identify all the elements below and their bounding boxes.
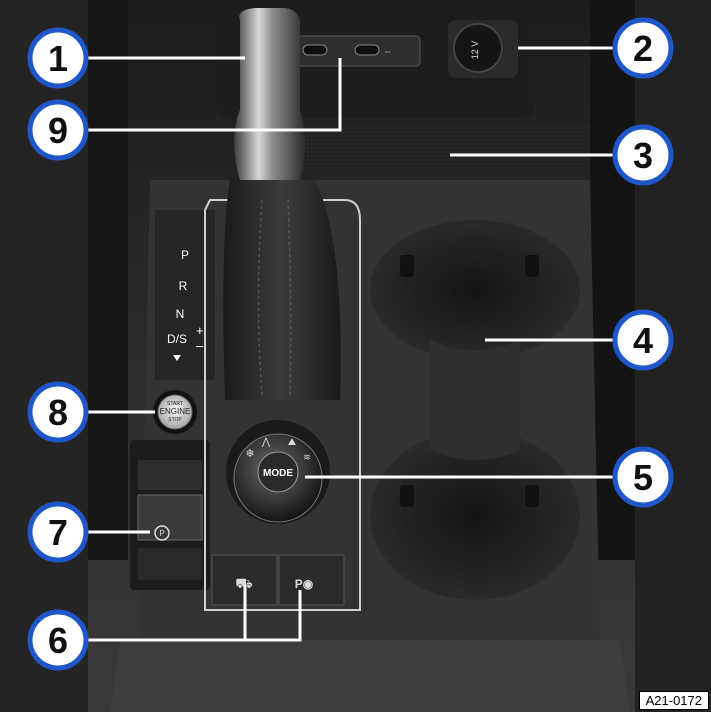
cupholder-rear bbox=[370, 220, 580, 360]
svg-text:3: 3 bbox=[633, 135, 653, 176]
mode-button[interactable] bbox=[257, 451, 299, 493]
left-side-trim bbox=[88, 0, 128, 560]
callout-5: 5 bbox=[612, 446, 674, 508]
gear-letter-3: D/S bbox=[167, 332, 187, 346]
gear-plus-sign: + bbox=[196, 323, 204, 338]
12v-socket bbox=[453, 23, 503, 73]
hill-descent-icon: ⛟ bbox=[235, 575, 253, 591]
cupholder-front bbox=[370, 430, 580, 600]
gear-minus-sign: – bbox=[196, 338, 204, 353]
usb-c-port-right bbox=[354, 44, 380, 56]
leader-lines bbox=[88, 46, 615, 642]
svg-text:6: 6 bbox=[48, 620, 68, 661]
gear-selector-lever[interactable] bbox=[234, 8, 305, 180]
leader-line-6b bbox=[245, 590, 302, 642]
brake-switch-lower bbox=[138, 548, 202, 580]
cup-grip-left-front bbox=[400, 485, 414, 507]
usb-icon-right: ⇔ bbox=[383, 46, 392, 56]
leader-line-9 bbox=[88, 58, 342, 132]
cupholder-divider bbox=[430, 340, 520, 460]
svg-text:4: 4 bbox=[633, 320, 653, 361]
cup-grip-right-front bbox=[525, 485, 539, 507]
socket-label: 12 V bbox=[470, 41, 480, 60]
svg-text:7: 7 bbox=[48, 512, 68, 553]
boot-stitching-right bbox=[287, 199, 292, 396]
usb-c-port-left bbox=[302, 44, 328, 56]
parking-brake-icon-letter: P bbox=[159, 529, 164, 538]
svg-text:1: 1 bbox=[48, 38, 68, 79]
start-engine-button[interactable] bbox=[157, 394, 193, 430]
gear-position-letters: P RN D/S bbox=[167, 248, 189, 346]
shifter-boot bbox=[223, 180, 341, 400]
parking-brake-icon bbox=[154, 525, 170, 541]
center-trim-frame bbox=[204, 199, 361, 611]
gear-letter-1: R bbox=[179, 279, 188, 293]
callout-markers: 1 2 3 4 5 6 7 8 9 bbox=[27, 17, 674, 671]
callout-2: 2 bbox=[612, 17, 674, 79]
callout-1: 1 bbox=[27, 27, 89, 89]
onroad-mode-icon: ⋀ bbox=[261, 437, 271, 448]
wireless-charging-tray bbox=[260, 125, 590, 175]
park-assist-button[interactable] bbox=[278, 554, 345, 606]
gear-letter-0: P bbox=[181, 248, 189, 262]
callout-6: 6 bbox=[27, 609, 89, 671]
stop-label: STOP bbox=[168, 417, 182, 423]
brake-switch-upper bbox=[138, 460, 202, 490]
svg-text:8: 8 bbox=[48, 392, 68, 433]
snow-mode-icon: ❄ bbox=[245, 448, 254, 460]
cup-grip-right-rear bbox=[525, 255, 539, 277]
figure-id-label: A21-0172 bbox=[638, 691, 709, 710]
gear-down-arrow-icon bbox=[173, 355, 181, 361]
cup-grip-left-rear bbox=[400, 255, 414, 277]
callout-4: 4 bbox=[612, 309, 674, 371]
callout-9: 9 bbox=[27, 99, 89, 161]
mode-button-label: MODE bbox=[263, 468, 293, 479]
svg-text:5: 5 bbox=[633, 457, 653, 498]
callout-7: 7 bbox=[27, 501, 89, 563]
svg-text:9: 9 bbox=[48, 110, 68, 151]
start-label: START bbox=[167, 401, 183, 407]
custom-offroad-icon: ≋ bbox=[303, 452, 311, 462]
park-assist-icon: P◉ bbox=[295, 577, 314, 591]
svg-text:2: 2 bbox=[633, 28, 653, 69]
engine-label: ENGINE bbox=[160, 407, 191, 416]
armrest-front bbox=[110, 640, 630, 712]
callout-3: 3 bbox=[612, 124, 674, 186]
callout-8: 8 bbox=[27, 381, 89, 443]
boot-stitching-left bbox=[257, 199, 263, 396]
offroad-mode-icon: ⛰ bbox=[288, 437, 297, 448]
gear-letter-2: N bbox=[176, 307, 185, 321]
